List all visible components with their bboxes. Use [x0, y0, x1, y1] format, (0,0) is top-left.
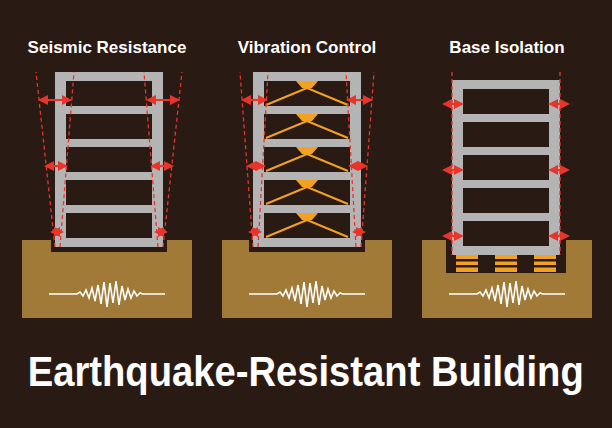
diagram-title: Earthquake-Resistant Building	[28, 348, 584, 396]
panel-heading: Base Isolation	[449, 38, 564, 58]
panel-heading: Seismic Resistance	[28, 38, 187, 58]
panel-heading: Vibration Control	[238, 38, 377, 58]
